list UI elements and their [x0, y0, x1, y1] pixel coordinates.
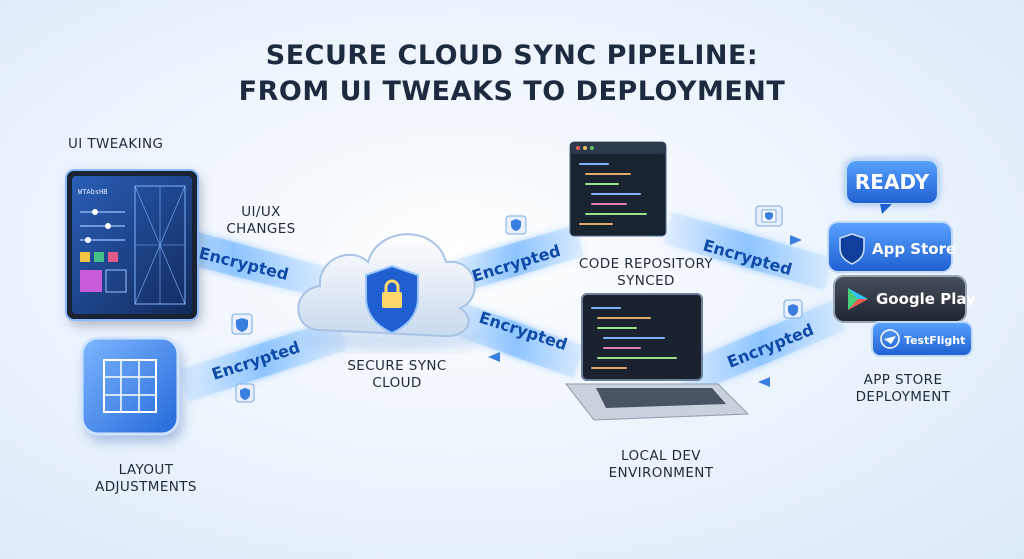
shield-icon [788, 304, 798, 316]
ui-ux-changes-label: UI/UX CHANGES [216, 204, 306, 238]
local-dev-label: LOCAL DEV ENVIRONMENT [596, 448, 726, 482]
ready-text: READY [855, 170, 930, 194]
app-store-deployment-label: APP STORE DEPLOYMENT [838, 372, 968, 406]
title-line-2: FROM UI TWEAKS TO DEPLOYMENT [238, 76, 786, 107]
shield-card-2 [235, 383, 255, 403]
shield-icon [839, 233, 865, 265]
flow-chevrons [488, 235, 802, 387]
google-play-label: Google Play [876, 290, 976, 308]
ui-ux-line-2: CHANGES [226, 221, 296, 237]
local-dev-laptop [564, 293, 750, 421]
tablet-title: WTAbsHB [78, 188, 108, 196]
chevron-left-icon [758, 377, 770, 387]
app-store-label: App Store [872, 240, 956, 258]
cloud-line-1: SECURE SYNC [347, 358, 447, 374]
layout-line-2: ADJUSTMENTS [95, 479, 197, 495]
grid-icon [103, 359, 157, 413]
layout-adjustments-label: LAYOUT ADJUSTMENTS [86, 462, 206, 496]
title-line-1: SECURE CLOUD SYNC PIPELINE: [265, 40, 759, 71]
ui-tweaking-tablet: WTAbsHB [65, 169, 200, 325]
code-repository-window [569, 141, 667, 237]
shield-card-1 [231, 313, 253, 335]
repo-line-2: SYNCED [617, 273, 675, 289]
chevron-right-icon [790, 235, 802, 245]
shield-icon [511, 219, 521, 231]
ready-badge: READY [845, 159, 939, 214]
shield-icon [236, 318, 248, 332]
deploy-line-1: APP STORE [863, 372, 943, 388]
layout-line-1: LAYOUT [118, 462, 174, 478]
shield-icon [765, 212, 773, 220]
local-dev-line-1: LOCAL DEV [621, 448, 701, 464]
layout-adjustments-tile [80, 336, 182, 441]
shield-icon [240, 388, 250, 400]
page-title: SECURE CLOUD SYNC PIPELINE: FROM UI TWEA… [0, 38, 1024, 110]
folder-card [755, 205, 783, 227]
code-window-icon [569, 141, 667, 237]
shield-card-4 [783, 299, 803, 319]
app-store-button[interactable]: App Store [827, 221, 956, 273]
chevron-left-icon [488, 352, 500, 362]
ui-tweaking-label: UI TWEAKING [68, 136, 164, 152]
testflight-label: TestFlight [904, 334, 965, 347]
testflight-icon [880, 329, 900, 349]
code-repository-label: CODE REPOSITORY SYNCED [566, 256, 726, 290]
ui-ux-line-1: UI/UX [241, 204, 281, 220]
deploy-line-2: DEPLOYMENT [855, 389, 951, 405]
shield-card-3 [505, 215, 527, 235]
testflight-button[interactable]: TestFlight [871, 321, 973, 357]
repo-line-1: CODE REPOSITORY [578, 256, 714, 272]
secure-sync-cloud-label: SECURE SYNC CLOUD [332, 358, 462, 392]
local-dev-line-2: ENVIRONMENT [608, 465, 714, 481]
cloud-line-2: CLOUD [372, 375, 422, 391]
secure-sync-cloud [297, 233, 482, 350]
google-play-button[interactable]: Google Play [833, 275, 976, 323]
